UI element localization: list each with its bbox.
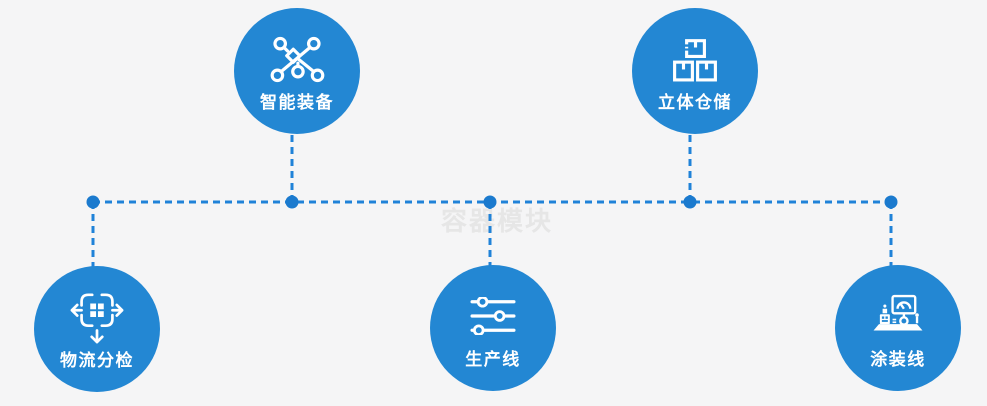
node-label: 物流分检: [60, 351, 134, 370]
node-stereoscopic-warehouse[interactable]: 立体仓储: [632, 8, 758, 134]
sorting-arrows-icon: [70, 289, 124, 345]
connector-dot: [483, 195, 497, 209]
watermark-text: 容器模块: [441, 206, 554, 236]
node-label: 立体仓储: [658, 93, 732, 112]
node-production-line[interactable]: 生产线: [430, 265, 556, 391]
connector-dot: [683, 195, 697, 209]
network-nodes-icon: [269, 31, 325, 87]
control-station-icon: [869, 288, 927, 344]
node-label: 智能装备: [260, 93, 334, 112]
stacked-boxes-icon: [672, 31, 718, 87]
node-smart-equipment[interactable]: 智能装备: [234, 8, 360, 134]
connector-dot: [884, 195, 898, 209]
node-coating-line[interactable]: 涂装线: [835, 265, 961, 391]
node-label: 生产线: [465, 350, 521, 369]
sliders-icon: [470, 288, 516, 344]
connector-dot: [285, 195, 299, 209]
node-logistics-sorting[interactable]: 物流分检: [34, 266, 160, 392]
connector-dot: [86, 195, 100, 209]
node-label: 涂装线: [870, 350, 926, 369]
